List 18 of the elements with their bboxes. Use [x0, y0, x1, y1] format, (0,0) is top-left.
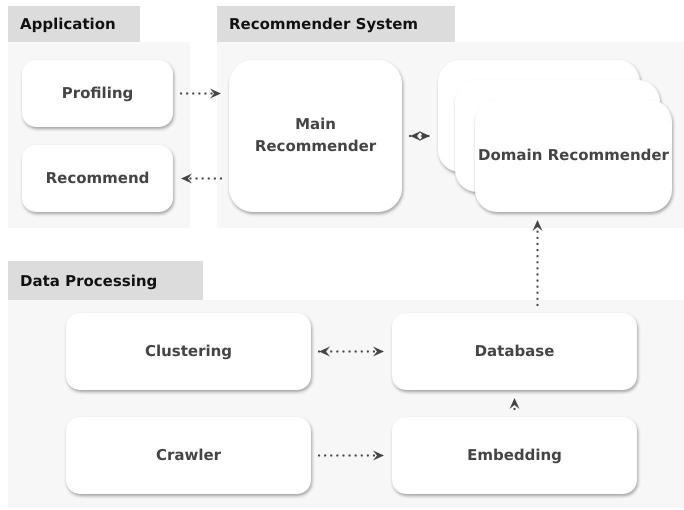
dotted-arrow: [510, 396, 520, 410]
node-label: Embedding: [467, 444, 562, 466]
node-label: Clustering: [144, 340, 232, 362]
dotted-arrow: [318, 450, 386, 460]
node-label: Domain Recommender: [478, 145, 669, 166]
dotted-arrow: [408, 131, 432, 141]
node-label: Main Recommender: [254, 114, 378, 157]
dotted-arrow: [532, 218, 542, 306]
section-heading: Recommender System: [217, 6, 455, 42]
node-label: Database: [474, 340, 554, 362]
section-heading: Data Processing: [8, 261, 203, 300]
dotted-arrow: [180, 88, 222, 98]
node-label: Profiling: [62, 82, 134, 104]
dotted-arrow: [318, 346, 386, 356]
node-label: Recommend: [46, 168, 150, 189]
section-heading: Application: [8, 6, 140, 42]
dotted-arrow: [180, 174, 222, 184]
node-label: Crawler: [156, 444, 222, 466]
